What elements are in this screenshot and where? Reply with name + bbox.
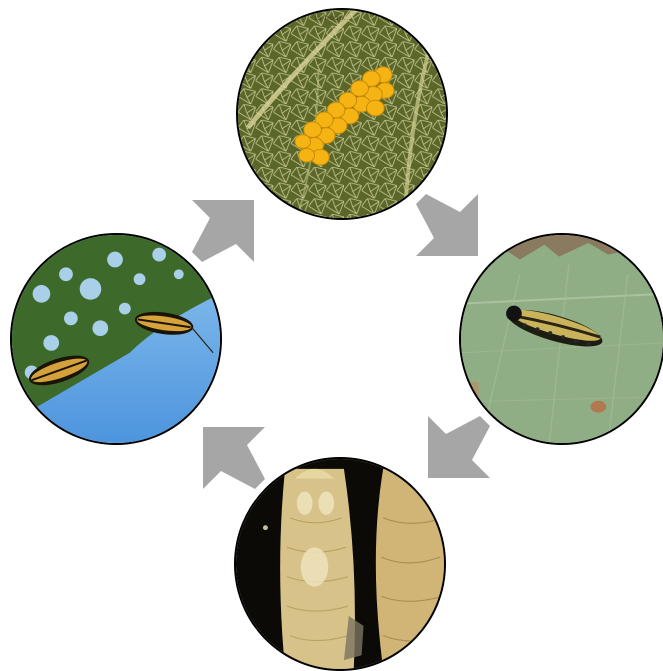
egg-cluster-photo: ia hoge... <box>236 8 448 220</box>
cycle-arrow-larva-to-pupa <box>428 416 490 478</box>
watermark: ia hoge... <box>315 13 352 22</box>
larva-photo <box>459 233 663 445</box>
adult-beetle-photo <box>10 233 222 445</box>
pupa-photo <box>234 457 446 671</box>
cycle-arrow-eggs-to-larva <box>416 194 478 256</box>
cycle-arrow-adult-to-eggs <box>192 200 254 262</box>
cycle-arrow-pupa-to-adult <box>203 427 265 489</box>
